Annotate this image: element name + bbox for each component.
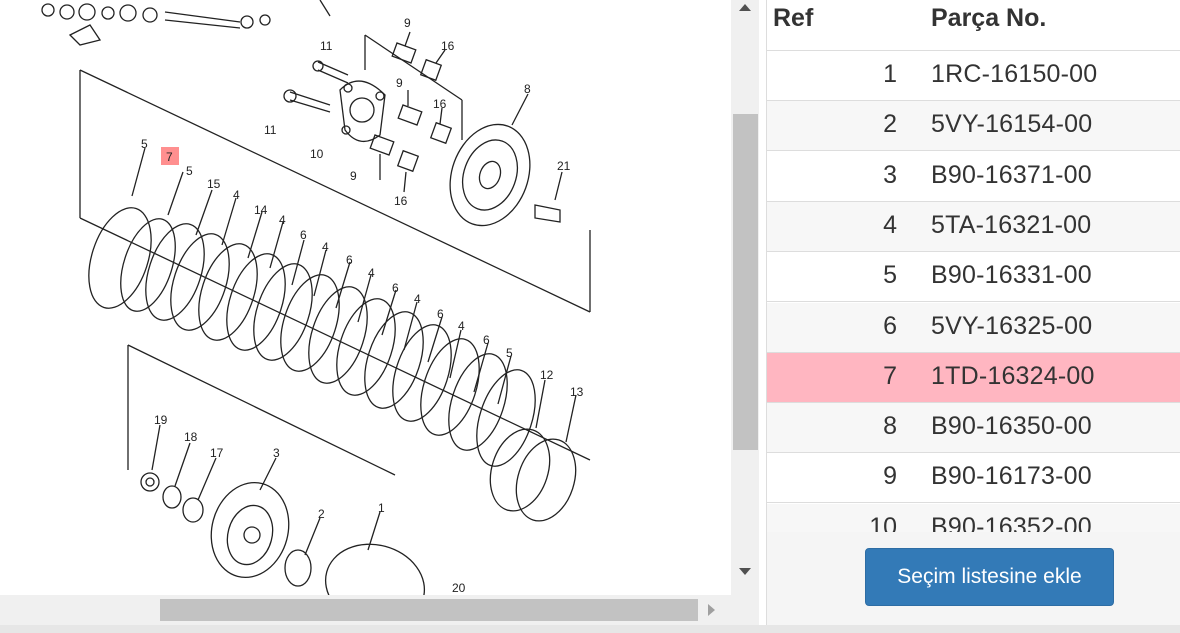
callout-6[interactable]: 6 — [300, 228, 307, 242]
callout-6c[interactable]: 6 — [392, 281, 399, 295]
row-part-no: B90-16371-00 — [931, 160, 1092, 189]
callout-4e[interactable]: 4 — [414, 292, 421, 306]
scroll-right-arrow-icon[interactable] — [708, 604, 715, 616]
callout-4d[interactable]: 4 — [368, 266, 375, 280]
callout-9b[interactable]: 9 — [396, 76, 403, 90]
callout-16[interactable]: 16 — [441, 39, 455, 53]
callout-11[interactable]: 11 — [320, 39, 333, 53]
callout-5[interactable]: 5 — [141, 137, 148, 151]
header-ref: Ref — [773, 4, 814, 32]
vertical-scroll-thumb[interactable] — [733, 114, 758, 450]
diagram-horizontal-scrollbar[interactable] — [0, 595, 731, 625]
callout-3[interactable]: 3 — [273, 446, 280, 460]
callout-19[interactable]: 19 — [154, 413, 168, 427]
callout-7-highlight — [161, 147, 179, 165]
callout-9[interactable]: 9 — [404, 16, 411, 30]
exploded-parts-diagram[interactable]: 5 7 5 15 4 14 4 6 4 6 4 6 4 6 4 6 5 12 1… — [0, 0, 731, 595]
scroll-up-arrow-icon[interactable] — [739, 4, 751, 11]
parts-table-header: Ref Parça No. — [767, 0, 1180, 51]
row-part-no: B90-16350-00 — [931, 412, 1092, 441]
callout-4b[interactable]: 4 — [279, 213, 286, 227]
table-row[interactable]: 2 5VY-16154-00 — [767, 101, 1180, 152]
callout-16c[interactable]: 16 — [394, 194, 408, 208]
callout-11b[interactable]: 11 — [264, 123, 277, 137]
table-row[interactable]: 7 1TD-16324-00 — [767, 352, 1180, 403]
table-row[interactable]: 6 5VY-16325-00 — [767, 302, 1180, 353]
callout-12[interactable]: 12 — [540, 368, 554, 382]
callout-4[interactable]: 4 — [233, 188, 240, 202]
callout-14[interactable]: 14 — [254, 203, 268, 217]
table-row[interactable]: 5 B90-16331-00 — [767, 252, 1180, 303]
horizontal-scroll-thumb[interactable] — [160, 599, 698, 621]
callout-4c[interactable]: 4 — [322, 240, 329, 254]
scroll-down-arrow-icon[interactable] — [739, 568, 751, 575]
scrollbar-corner — [731, 595, 759, 625]
row-part-no: B90-16331-00 — [931, 261, 1092, 290]
row-part-no: B90-16352-00 — [931, 512, 1092, 532]
row-part-no: 5VY-16325-00 — [931, 311, 1093, 340]
row-ref: 2 — [883, 110, 897, 139]
row-part-no: B90-16173-00 — [931, 462, 1092, 491]
row-ref: 9 — [883, 462, 897, 491]
add-to-selection-list-button[interactable]: Seçim listesine ekle — [865, 548, 1114, 606]
row-ref: 6 — [883, 311, 897, 340]
callout-16b[interactable]: 16 — [433, 97, 447, 111]
clutch-diagram-drawing: 5 7 5 15 4 14 4 6 4 6 4 6 4 6 4 6 5 12 1… — [41, 0, 591, 595]
callout-8[interactable]: 8 — [524, 82, 531, 96]
parts-table-body[interactable]: 1 1RC-16150-00 2 5VY-16154-00 3 B90-16371-00 4… — [767, 51, 1180, 532]
row-part-no: 5TA-16321-00 — [931, 210, 1092, 239]
callout-17[interactable]: 17 — [210, 446, 224, 460]
bottom-divider — [0, 625, 1180, 633]
row-part-no: 5VY-16154-00 — [931, 110, 1093, 139]
callout-20[interactable]: 20 — [452, 581, 466, 595]
table-row[interactable]: 3 B90-16371-00 — [767, 152, 1180, 202]
callout-21[interactable]: 21 — [557, 159, 571, 173]
callout-6e[interactable]: 6 — [483, 333, 490, 347]
table-row[interactable]: 4 5TA-16321-00 — [767, 201, 1180, 252]
callout-9c[interactable]: 9 — [350, 169, 357, 183]
table-row[interactable]: 1 1RC-16150-00 — [767, 51, 1180, 101]
callout-6b[interactable]: 6 — [346, 253, 353, 267]
header-part-no: Parça No. — [931, 4, 1047, 32]
callout-13[interactable]: 13 — [570, 385, 584, 399]
callout-4f[interactable]: 4 — [458, 319, 465, 333]
row-ref: 4 — [883, 210, 897, 239]
table-row[interactable]: 10 B90-16352-00 — [767, 503, 1180, 532]
row-ref: 1 — [883, 60, 897, 88]
table-row[interactable]: 9 B90-16173-00 — [767, 453, 1180, 504]
callout-5c[interactable]: 5 — [506, 346, 513, 360]
row-ref: 7 — [883, 361, 897, 390]
parts-list-panel: Ref Parça No. 1 1RC-16150-00 2 5VY-16154-00… — [766, 0, 1180, 625]
row-ref: 3 — [883, 160, 897, 189]
row-part-no: 1RC-16150-00 — [931, 60, 1098, 88]
callout-18[interactable]: 18 — [184, 430, 198, 444]
callout-10[interactable]: 10 — [310, 147, 324, 161]
callout-2[interactable]: 2 — [318, 507, 325, 521]
callout-5b[interactable]: 5 — [186, 164, 193, 178]
table-row[interactable]: 8 B90-16350-00 — [767, 403, 1180, 454]
row-part-no: 1TD-16324-00 — [931, 361, 1095, 390]
diagram-vertical-scrollbar[interactable] — [731, 0, 759, 595]
row-ref: 5 — [883, 261, 897, 290]
row-ref: 10 — [869, 512, 897, 532]
callout-15[interactable]: 15 — [207, 177, 221, 191]
callout-7[interactable]: 7 — [166, 150, 173, 164]
row-ref: 8 — [883, 412, 897, 441]
callout-1[interactable]: 1 — [378, 501, 385, 515]
callout-6d[interactable]: 6 — [437, 307, 444, 321]
action-bar: Seçim listesine ekle — [767, 532, 1180, 625]
